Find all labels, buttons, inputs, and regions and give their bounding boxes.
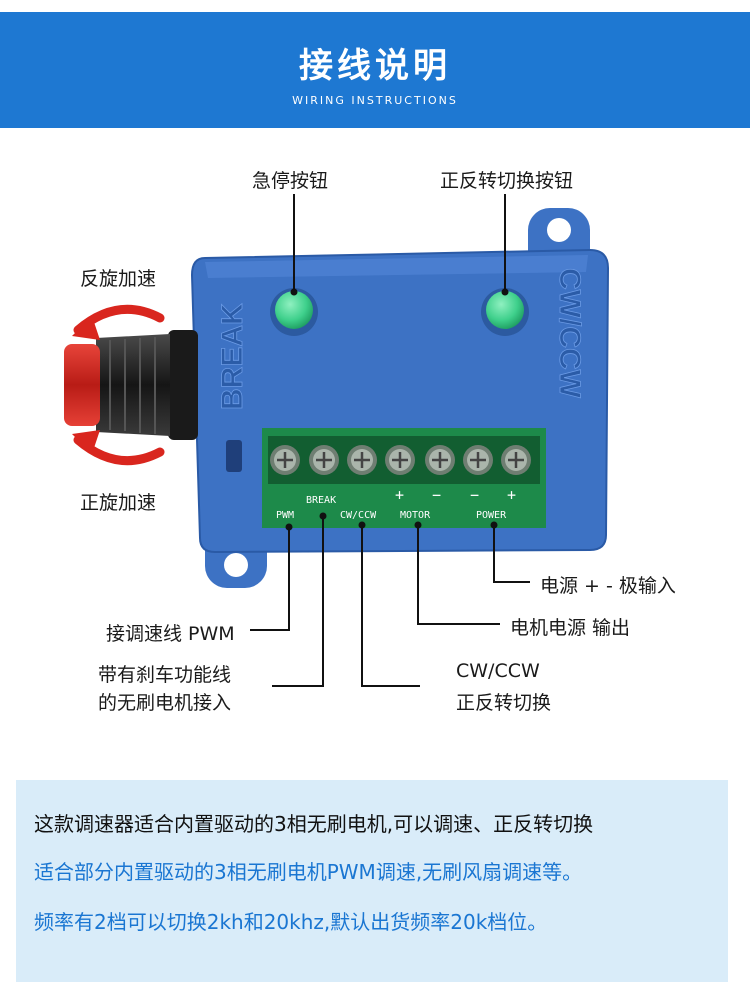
- leader-lines: [250, 194, 530, 687]
- page-subtitle: WIRING INSTRUCTIONS: [292, 94, 458, 107]
- pcb-label-power-plus: +: [507, 486, 516, 504]
- case-text-break: BREAK: [216, 303, 249, 410]
- label-power-input: 电源 + - 极输入: [540, 575, 676, 597]
- terminal-block: [270, 445, 531, 475]
- leader-brake: [272, 516, 324, 687]
- pcb-label-break: BREAK: [306, 495, 336, 506]
- label-brake-wire-line1: 带有刹车功能线: [98, 664, 232, 686]
- label-forward-accel: 正旋加速: [80, 492, 157, 514]
- pcb-label-power: POWER: [476, 510, 507, 521]
- case-text-cwccw: CW/CCW: [553, 268, 586, 399]
- forward-rotation-arrow-icon: [72, 430, 165, 466]
- top-strip: [0, 0, 750, 12]
- pcb-label-cwccw: CW/CCW: [340, 510, 377, 521]
- header-banner: [0, 12, 750, 128]
- terminal-screw-5[interactable]: [425, 445, 455, 475]
- label-motor-output: 电机电源 输出: [510, 617, 631, 639]
- speed-controller-illustration: BREAK CW/CCW: [64, 194, 610, 687]
- label-reverse-accel: 反旋加速: [80, 268, 157, 290]
- direction-switch-button[interactable]: [481, 288, 529, 336]
- terminal-screw-2[interactable]: [309, 445, 339, 475]
- pcb-label-motor-minus: −: [432, 486, 441, 504]
- emergency-stop-button[interactable]: [270, 288, 318, 336]
- terminal-screw-3[interactable]: [347, 445, 377, 475]
- label-pwm-wire: 接调速线 PWM: [106, 623, 235, 645]
- label-cwccw-line1: CW/CCW: [456, 660, 540, 682]
- leader-pwm: [250, 527, 290, 631]
- info-line-1: 这款调速器适合内置驱动的3相无刷电机,可以调速、正反转切换: [34, 812, 594, 836]
- leader-power: [493, 525, 530, 583]
- leader-dots: [285, 288, 509, 531]
- terminal-screw-7[interactable]: [501, 445, 531, 475]
- pcb-label-motor-plus: +: [395, 486, 404, 504]
- leader-cwccw: [361, 525, 420, 687]
- leader-motor: [417, 525, 500, 625]
- label-emergency-stop: 急停按钮: [252, 170, 329, 192]
- info-line-3: 频率有2档可以切换2kh和20khz,默认出货频率20k档位。: [34, 910, 548, 934]
- terminal-screw-6[interactable]: [463, 445, 493, 475]
- info-panel: [16, 780, 728, 982]
- terminal-screw-4[interactable]: [385, 445, 415, 475]
- page-title: 接线说明: [299, 46, 451, 86]
- label-direction-switch: 正反转切换按钮: [440, 170, 574, 192]
- reverse-rotation-arrow-icon: [72, 304, 165, 340]
- label-cwccw-line2: 正反转切换: [456, 692, 552, 714]
- pcb-label-power-minus: −: [470, 486, 479, 504]
- label-brake-wire-line2: 的无刷电机接入: [98, 692, 232, 714]
- side-slot: [226, 440, 242, 472]
- pcb-label-motor: MOTOR: [400, 510, 431, 521]
- terminal-screw-1[interactable]: [270, 445, 300, 475]
- pcb-label-pwm: PWM: [276, 510, 294, 521]
- speed-knob[interactable]: [64, 330, 198, 440]
- info-line-2: 适合部分内置驱动的3相无刷电机PWM调速,无刷风扇调速等。: [34, 860, 583, 884]
